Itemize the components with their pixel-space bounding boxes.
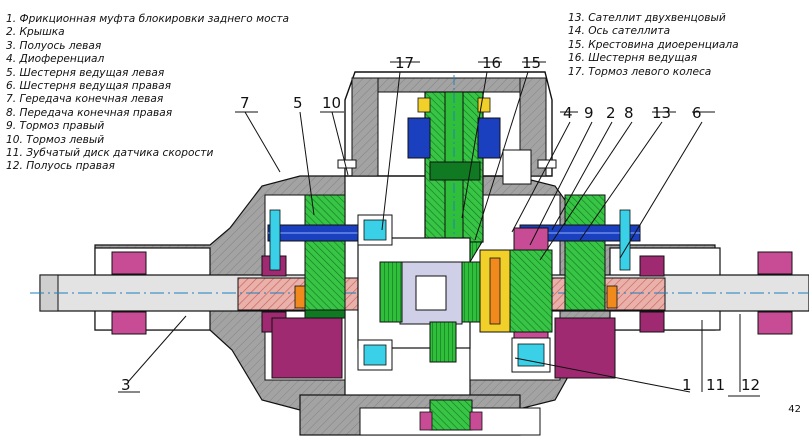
- differential: [357, 227, 553, 363]
- legend-item: 16. Шестерня ведущая: [568, 52, 698, 65]
- bearings: [111, 251, 793, 379]
- callout-12: 12: [741, 376, 760, 394]
- callout-11: 11: [706, 376, 725, 394]
- legend-item: 5. Шестерня ведущая левая: [6, 66, 165, 79]
- legend-item: 17. Тормоз левого колеса: [568, 65, 712, 78]
- callout-8: 8: [624, 104, 634, 122]
- callout-2: 2: [606, 104, 616, 122]
- lower-gear: [419, 399, 483, 431]
- page-number: 42: [788, 404, 801, 415]
- legend-item: 6. Шестерня ведущая правая: [6, 80, 172, 93]
- leader-lines: [118, 61, 760, 397]
- callout-numbers: 17 16 15 4 9 2 8 13 6 7 5 10 3 1 11 12: [121, 54, 760, 394]
- legend-left: 1. Фрикционная муфта блокировки заднего …: [6, 13, 289, 174]
- final-drive-gears: [267, 194, 641, 319]
- callout-13: 13: [652, 104, 671, 122]
- callout-5: 5: [293, 94, 303, 112]
- callout-3: 3: [121, 376, 131, 394]
- legend-item: 10. Тормоз левый: [6, 133, 105, 146]
- callout-17: 17: [395, 54, 414, 72]
- legend-item: 2. Крышка: [6, 26, 65, 39]
- callout-15: 15: [522, 54, 541, 72]
- legend-item: 14. Ось сателлита: [568, 25, 671, 38]
- legend-item: 12. Полуось правая: [6, 160, 115, 173]
- legend-item: 11. Зубчатый диск датчика скорости: [6, 147, 214, 160]
- legend-item: 8. Передача конечная правая: [6, 106, 173, 119]
- callout-9: 9: [584, 104, 594, 122]
- legend-right: 13. Сателлит двухвенцовый 14. Ось сателл…: [568, 12, 739, 79]
- legend-item: 15. Крестовина диоеренциала: [568, 38, 739, 51]
- callout-4: 4: [563, 104, 573, 122]
- legend-item: 13. Сателлит двухвенцовый: [568, 12, 726, 24]
- callout-1: 1: [682, 376, 692, 394]
- callout-7: 7: [240, 94, 250, 112]
- callout-10: 10: [322, 94, 341, 112]
- legend-item: 9. Тормоз правый: [6, 120, 105, 133]
- legend-item: 4. Диоференциал: [6, 53, 105, 66]
- legend-item: 3. Полуось левая: [6, 39, 102, 52]
- legend-item: 1. Фрикционная муфта блокировки заднего …: [6, 13, 290, 25]
- callout-16: 16: [482, 54, 501, 72]
- callout-6: 6: [692, 104, 702, 122]
- brakes: [337, 149, 557, 373]
- legend-item: 7. Гередача конечная левая: [6, 93, 164, 106]
